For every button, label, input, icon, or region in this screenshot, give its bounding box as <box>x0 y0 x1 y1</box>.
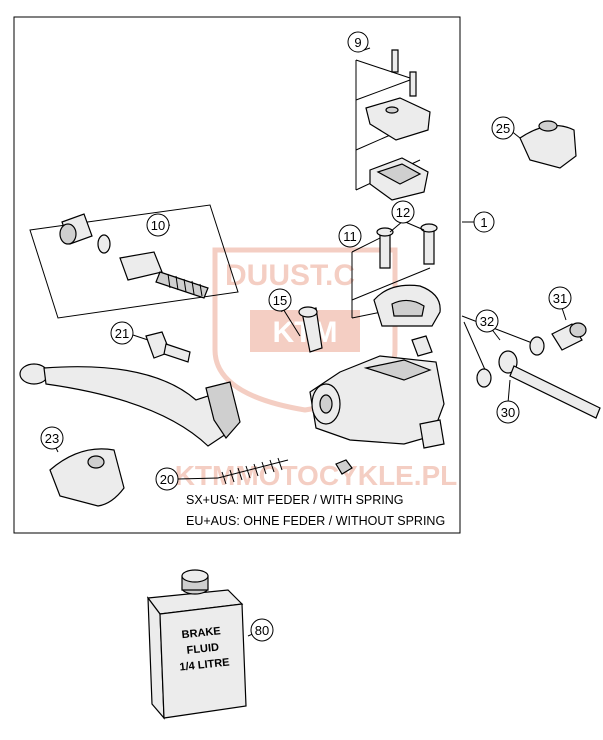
assembly-frame <box>13 16 461 534</box>
jug-label-line-2: FLUID <box>186 641 220 656</box>
note-sx-usa: SX+USA: MIT FEDER / WITH SPRING <box>186 493 404 507</box>
svg-text:25: 25 <box>496 121 510 136</box>
callout-21: 21 <box>110 321 134 345</box>
watermark-text-3: KTMMOTOCYKLE.PL <box>175 460 458 491</box>
svg-text:30: 30 <box>501 405 515 420</box>
svg-text:32: 32 <box>480 314 494 329</box>
callout-30: 30 <box>496 400 520 424</box>
callout-15: 15 <box>268 288 292 312</box>
svg-text:15: 15 <box>273 293 287 308</box>
watermark-text-1: DUUST.C <box>225 259 355 292</box>
svg-text:12: 12 <box>396 205 410 220</box>
part-11-clamp <box>351 223 441 327</box>
svg-text:11: 11 <box>343 229 357 244</box>
svg-text:10: 10 <box>151 218 165 233</box>
svg-text:23: 23 <box>45 431 59 446</box>
callout-1: 1 <box>473 211 495 233</box>
callout-80: 80 <box>250 618 274 642</box>
svg-text:21: 21 <box>115 326 129 341</box>
part-25-clamp <box>519 120 577 169</box>
svg-text:20: 20 <box>160 472 174 487</box>
callout-32: 32 <box>475 309 499 333</box>
svg-text:1: 1 <box>480 215 487 230</box>
callout-10: 10 <box>146 213 170 237</box>
callout-9: 9 <box>347 31 369 53</box>
callout-12: 12 <box>391 200 415 224</box>
callout-11: 11 <box>338 224 362 248</box>
part-10-piston-kit <box>29 204 239 319</box>
svg-text:31: 31 <box>553 291 567 306</box>
callout-25: 25 <box>491 116 515 140</box>
master-cylinder-body <box>309 335 445 475</box>
svg-text:9: 9 <box>354 35 361 50</box>
callout-31: 31 <box>548 286 572 310</box>
note-eu-aus: EU+AUS: OHNE FEDER / WITHOUT SPRING <box>186 514 445 528</box>
callout-23: 23 <box>40 426 64 450</box>
part-21-adjuster <box>145 331 191 363</box>
part-23-lever-cover <box>49 448 125 507</box>
jug-label-line-1: BRAKE <box>181 625 221 641</box>
brake-lever <box>19 363 241 447</box>
part-9-reservoir-cover <box>355 49 431 201</box>
part-80-brake-fluid-jug: BRAKE FLUID 1/4 LITRE <box>146 569 247 720</box>
part-20-spring <box>217 457 289 485</box>
jug-label-line-3: 1/4 LITRE <box>179 656 230 673</box>
callout-20: 20 <box>155 467 179 491</box>
brake-line-parts <box>461 315 601 419</box>
svg-text:80: 80 <box>255 623 269 638</box>
